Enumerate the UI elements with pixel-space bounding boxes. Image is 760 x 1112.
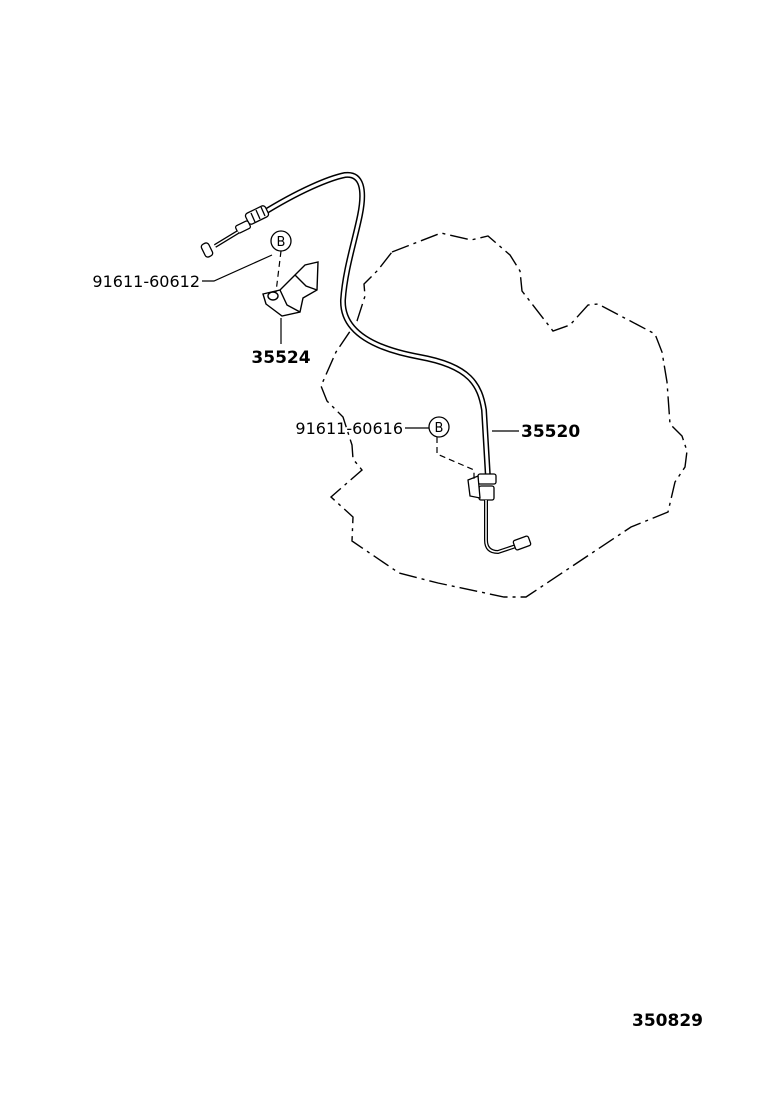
label-35520: 35520 xyxy=(521,422,580,442)
label-35524: 35524 xyxy=(251,348,310,368)
cable-35520 xyxy=(200,171,532,555)
label-91611-60616: 91611-60616 xyxy=(295,419,403,438)
cable-upper-end-fitting xyxy=(200,205,270,258)
bolt-callout-lower: B xyxy=(405,416,475,482)
callout-letter-upper: B xyxy=(277,235,286,250)
callout-letter-lower: B xyxy=(435,421,444,436)
transmission-outline xyxy=(320,232,688,598)
illustration-id: 350829 xyxy=(632,1011,703,1031)
bolt-callout-upper: B xyxy=(202,230,292,293)
label-91611-60612: 91611-60612 xyxy=(92,272,200,291)
cable-clip-bracket xyxy=(467,475,481,499)
cable-lower-end-fitting xyxy=(477,473,532,555)
bracket-35524 xyxy=(262,261,319,317)
